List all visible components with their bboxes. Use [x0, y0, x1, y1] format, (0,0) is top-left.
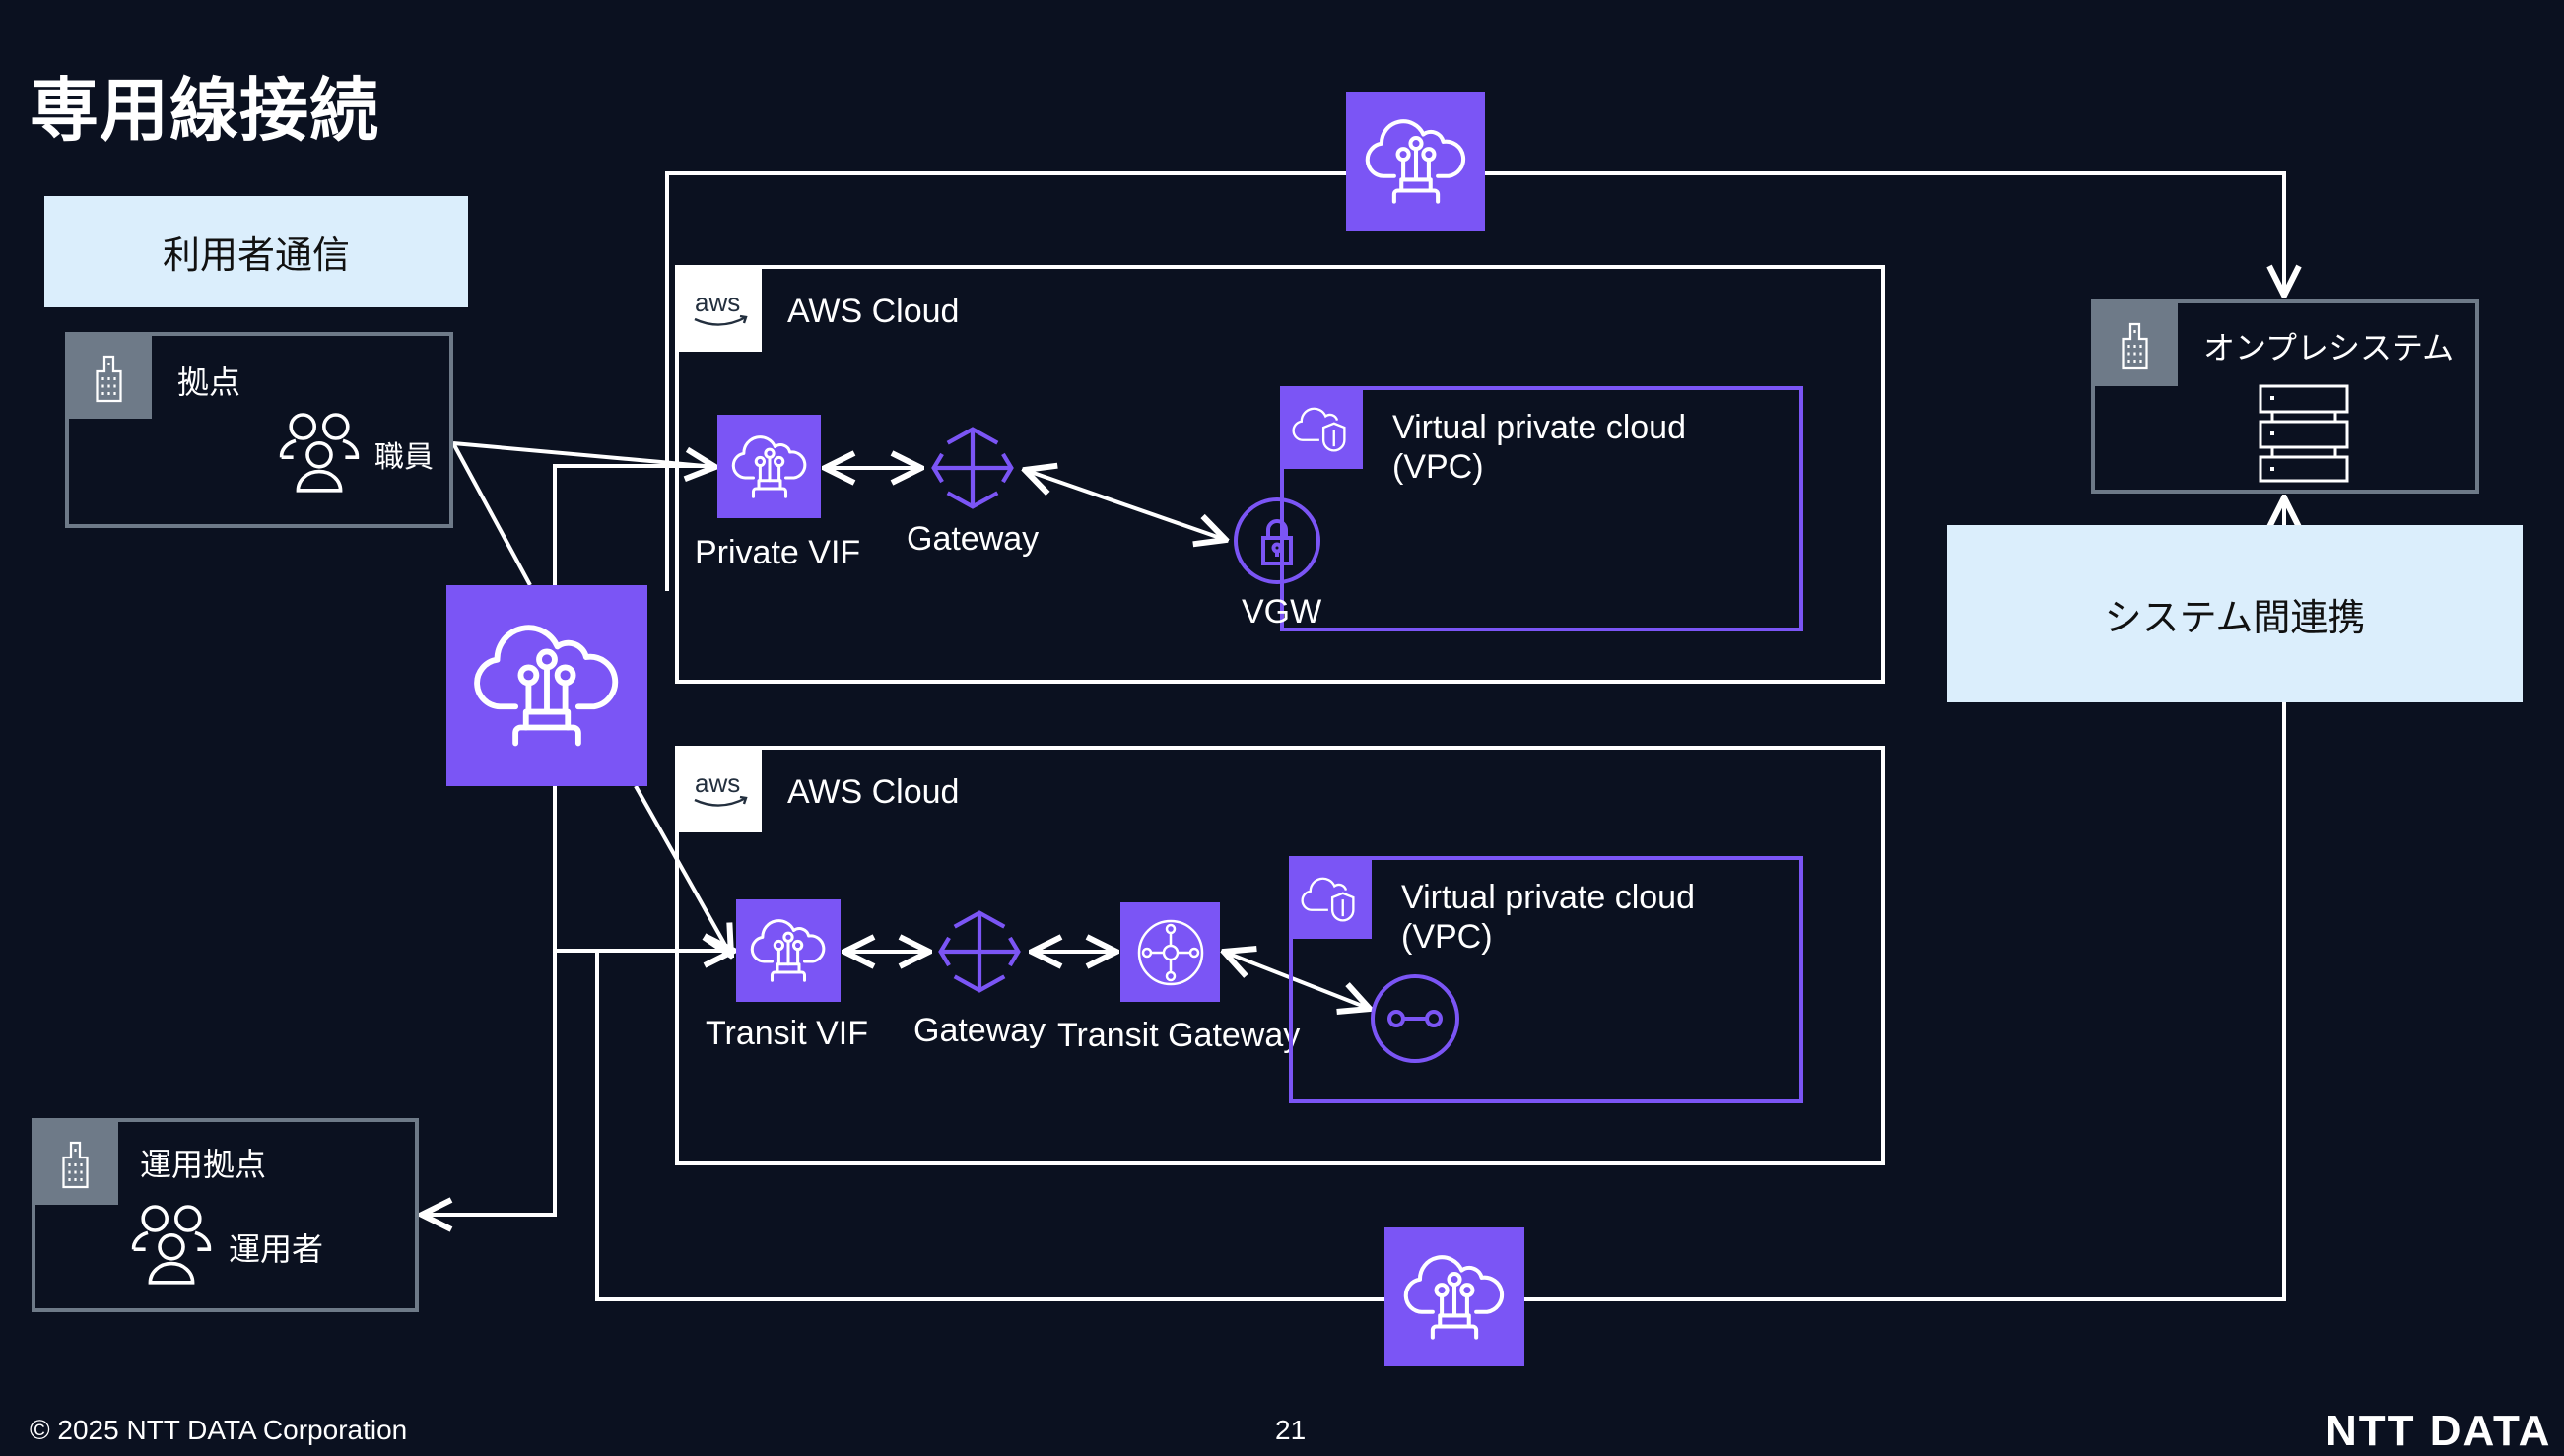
gateway-upper-label: Gateway: [907, 520, 1040, 558]
system-integration-tag: システム間連携: [1947, 525, 2523, 702]
direct-connect-icon: [745, 907, 832, 994]
wire-bottom-right: [1524, 702, 2286, 1301]
wire-bottom-left: [595, 951, 1384, 1301]
copyright: © 2025 NTT DATA Corporation: [30, 1415, 408, 1445]
wire-gw-vgw: [1025, 470, 1226, 540]
building-icon: [2095, 303, 2178, 386]
user-traffic-tag: 利用者通信: [44, 196, 468, 307]
page-title: 専用線接続: [30, 70, 379, 151]
vpc-upper-label: Virtual private cloud (VPC): [1392, 408, 1686, 487]
direct-connect-bottom[interactable]: [1384, 1227, 1524, 1366]
private-vif-label: Private VIF: [695, 534, 861, 571]
wire-top-left: [665, 171, 1346, 591]
direct-connect-gateway-icon[interactable]: [935, 907, 1024, 996]
private-vif[interactable]: [717, 415, 821, 518]
direct-connect-icon: [463, 602, 631, 769]
aws-cloud-label: AWS Cloud: [787, 293, 960, 330]
vpc-label-line1: Virtual private cloud: [1401, 879, 1695, 916]
aws-logo-icon: aws: [679, 269, 762, 352]
vpc-cloud-shield-icon: [1280, 386, 1363, 469]
wire-dc-ops: [422, 786, 557, 1215]
users-icon: [272, 403, 367, 497]
wire-dc-private-vif: [553, 464, 715, 585]
ntt-data-logo: NTT DATA: [2326, 1407, 2552, 1455]
wire-dc-transit-vif: [634, 785, 731, 956]
vpc-label-line1: Virtual private cloud: [1392, 409, 1686, 446]
wire-branch-dc: [451, 442, 532, 586]
vpc-cloud-shield-icon: [1289, 856, 1372, 939]
vpc-label-line2: (VPC): [1401, 918, 1493, 956]
transit-gateway[interactable]: [1120, 902, 1220, 1002]
direct-connect-icon: [1358, 103, 1474, 220]
vpn-gateway-icon[interactable]: [1231, 495, 1323, 587]
building-icon: [69, 336, 152, 419]
vgw-label: VGW: [1242, 593, 1322, 630]
aws-cloud-lower[interactable]: aws AWS Cloud: [675, 746, 1885, 1165]
gateway-lower-label: Gateway: [913, 1012, 1046, 1049]
wire-branch-private-vif: [452, 441, 715, 467]
aws-logo-icon: aws: [679, 750, 762, 832]
page-number: 21: [1275, 1415, 1307, 1445]
vpc-upper[interactable]: Virtual private cloud (VPC): [1280, 386, 1803, 631]
vpc-lower[interactable]: Virtual private cloud (VPC): [1289, 856, 1803, 1103]
users-icon: [124, 1195, 219, 1290]
transit-gateway-icon: [1137, 919, 1203, 985]
wire-top-right: [1485, 171, 2284, 296]
vpc-endpoint-icon[interactable]: [1369, 972, 1461, 1065]
vpc-label-line2: (VPC): [1392, 448, 1484, 486]
building-icon: [35, 1122, 118, 1205]
direct-connect-icon: [1396, 1239, 1513, 1356]
wire-tgw-endpoint: [1224, 952, 1370, 1009]
onprem-system-box[interactable]: オンプレシステム: [2091, 299, 2479, 494]
vpc-lower-label: Virtual private cloud (VPC): [1401, 878, 1695, 957]
transit-gateway-label: Transit Gateway: [1057, 1017, 1301, 1054]
branch-users-label: 職員: [374, 440, 434, 475]
transit-vif-label: Transit VIF: [706, 1015, 868, 1052]
aws-cloud-upper[interactable]: aws AWS Cloud: [675, 265, 1885, 684]
ops-users-label: 運用者: [229, 1230, 324, 1268]
ops-site-label: 運用拠点: [140, 1146, 267, 1183]
server-stack-icon: [2259, 384, 2349, 483]
branch-site-box[interactable]: 拠点 職員: [65, 332, 453, 528]
direct-connect-icon: [726, 424, 813, 510]
direct-connect-top[interactable]: [1346, 92, 1485, 231]
aws-cloud-label: AWS Cloud: [787, 773, 960, 811]
direct-connect-location-icon[interactable]: [446, 585, 647, 786]
branch-site-label: 拠点: [177, 364, 241, 401]
transit-vif[interactable]: [736, 899, 841, 1002]
svg-text:aws: aws: [695, 768, 740, 798]
onprem-system-label: オンプレシステム: [2203, 329, 2455, 366]
svg-text:aws: aws: [695, 288, 740, 317]
direct-connect-gateway-icon[interactable]: [928, 424, 1017, 512]
ops-site-box[interactable]: 運用拠点 運用者: [32, 1118, 419, 1312]
